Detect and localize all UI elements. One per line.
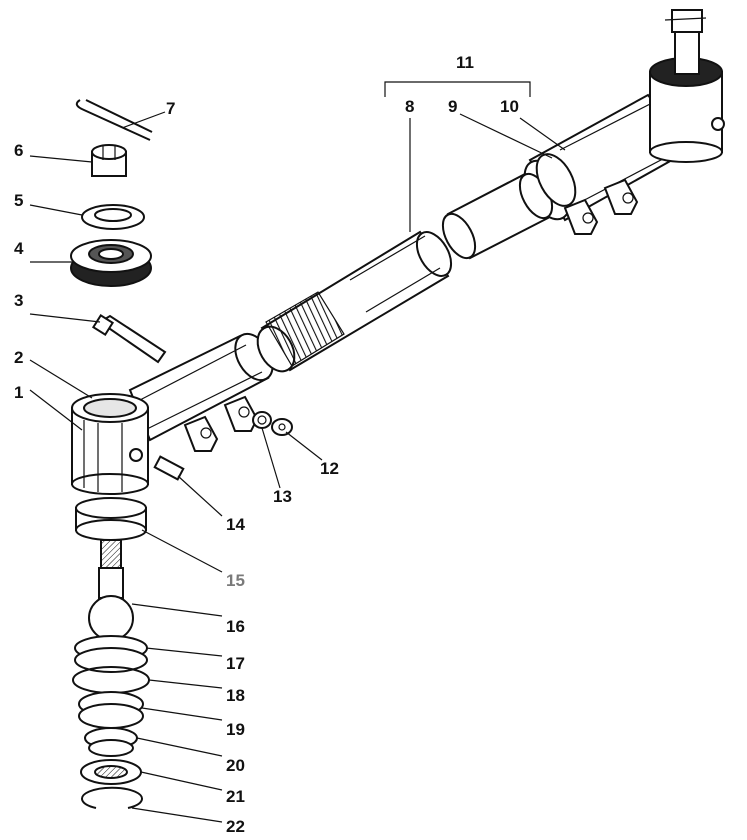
callout-18: 18 [226, 686, 245, 705]
bolt [91, 313, 167, 364]
callout-7: 7 [166, 99, 175, 118]
leader-lines [29, 81, 566, 823]
callout-11: 11 [456, 53, 474, 72]
cotter-pin [75, 99, 153, 141]
callout-22: 22 [226, 817, 245, 836]
dust-cover [70, 239, 152, 287]
callout-20: 20 [226, 756, 245, 775]
washer [81, 204, 145, 230]
callout-13: 13 [273, 487, 292, 506]
callout-2: 2 [14, 348, 23, 367]
callout-9: 9 [448, 97, 457, 116]
callout-17: 17 [226, 654, 245, 673]
callout-6: 6 [14, 141, 23, 160]
callout-10: 10 [500, 97, 519, 116]
callout-14: 14 [226, 515, 245, 534]
ball-joint-stack [72, 497, 150, 809]
callout-4: 4 [14, 239, 24, 258]
callout-15: 15 [226, 571, 245, 590]
left-tie-rod-end [71, 332, 274, 495]
callout-16: 16 [226, 617, 245, 636]
callout-21: 21 [226, 787, 245, 806]
spring-washer-13 [252, 411, 272, 429]
clamp-sleeve [441, 153, 577, 260]
nut-12 [271, 418, 293, 436]
adjusting-tube [256, 230, 453, 373]
callout-labels: 1 2 3 4 5 6 7 8 9 10 11 12 13 14 15 16 1… [14, 53, 519, 836]
callout-12: 12 [320, 459, 339, 478]
callout-19: 19 [226, 720, 245, 739]
callout-3: 3 [14, 291, 23, 310]
castle-nut [91, 144, 127, 177]
grease-fitting-14 [153, 455, 185, 481]
callout-5: 5 [14, 191, 23, 210]
callout-8: 8 [405, 97, 414, 116]
callout-1: 1 [14, 383, 23, 402]
